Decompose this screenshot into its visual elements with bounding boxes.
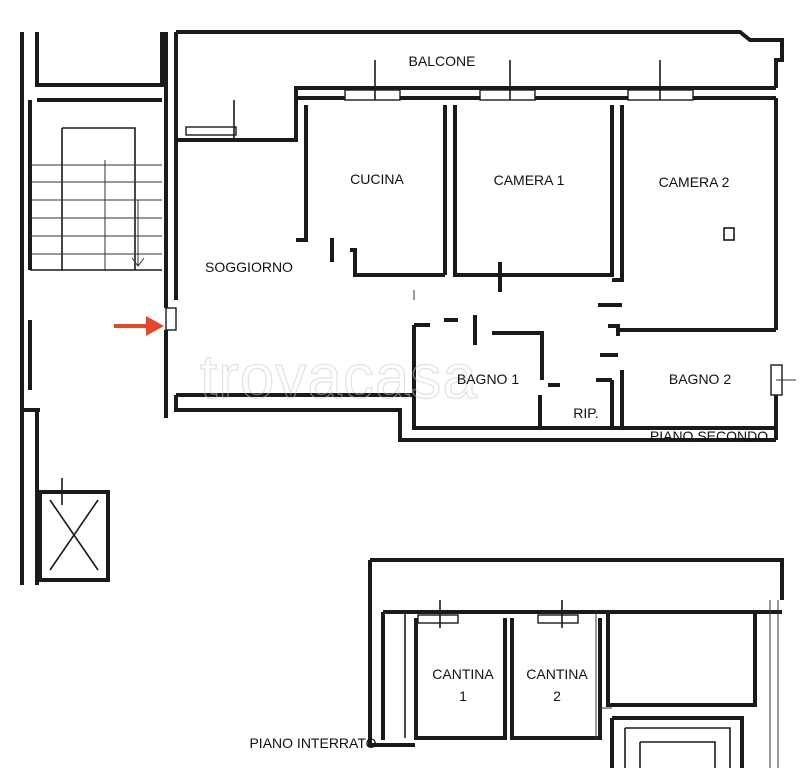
label-cantina2-name: CANTINA: [526, 666, 588, 682]
corridor: [413, 290, 544, 380]
room-cantina2: [510, 600, 602, 740]
apartment-outline: [164, 30, 796, 442]
room-cucina: [296, 105, 447, 277]
basement-right-rooms: [595, 600, 779, 768]
label-bagno1: BAGNO 1: [457, 371, 519, 387]
label-piano-interrato: PIANO INTERRATO: [249, 735, 376, 751]
label-balcone: BALCONE: [409, 53, 476, 69]
label-camera2: CAMERA 2: [659, 174, 730, 190]
label-camera1: CAMERA 1: [494, 172, 565, 188]
room-bagno2: [600, 324, 776, 430]
room-cantina1: [414, 600, 507, 740]
watermark-text: trovacasa: [200, 343, 478, 412]
room-camera1: [453, 105, 614, 292]
label-cantina2-number: 2: [553, 688, 561, 704]
label-cantina1-name: CANTINA: [432, 666, 494, 682]
room-bagno1: [412, 323, 560, 430]
label-piano-secondo: PIANO SECONDO: [650, 428, 768, 444]
label-bagno2: BAGNO 2: [669, 371, 731, 387]
basement-outline: [368, 558, 784, 747]
label-cantina1-number: 1: [459, 688, 467, 704]
label-soggiorno: SOGGIORNO: [205, 259, 293, 275]
label-cucina: CUCINA: [350, 171, 404, 187]
entrance-arrow: [114, 316, 164, 336]
stairwell: [20, 32, 164, 585]
label-ripostiglio: RIP.: [573, 405, 598, 421]
room-camera2: [598, 105, 735, 307]
elevator-shaft: [38, 478, 110, 582]
